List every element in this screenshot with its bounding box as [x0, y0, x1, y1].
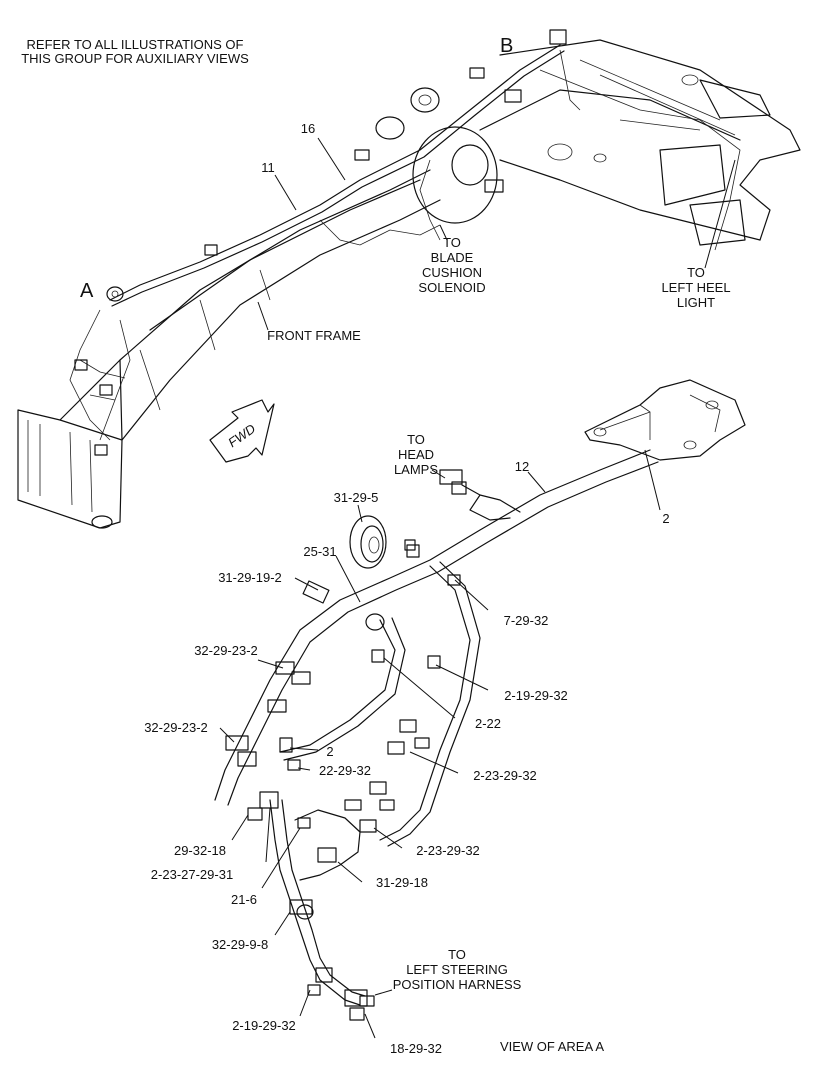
to-head-line-3: LAMPS	[394, 462, 438, 477]
callout-22-29-32: 22-29-32	[319, 763, 371, 778]
view-caption: VIEW OF AREA A	[500, 1039, 604, 1054]
callout-2-top: 2	[662, 511, 669, 526]
callout-31-29-18: 31-29-18	[376, 875, 428, 890]
detail-callouts: TO HEAD LAMPS 12 2 31-29-5 25-31 31-29-1…	[144, 432, 669, 1056]
to-blade-line-4: SOLENOID	[418, 280, 485, 295]
callout-32-29-23-2-upper: 32-29-23-2	[194, 643, 258, 658]
callout-2-23-29-32-lower: 2-23-29-32	[416, 843, 480, 858]
callout-2-23-29-32-upper: 2-23-29-32	[473, 768, 537, 783]
callout-31-29-19-2: 31-29-19-2	[218, 570, 282, 585]
callout-7-29-32: 7-29-32	[504, 613, 549, 628]
to-blade-line-1: TO	[443, 235, 461, 250]
area-a-marker: A	[80, 280, 94, 302]
callout-25-31: 25-31	[303, 544, 336, 559]
callout-12: 12	[515, 459, 529, 474]
to-head-line-1: TO	[407, 432, 425, 447]
callout-2-19-29-32-upper: 2-19-29-32	[504, 688, 568, 703]
auxiliary-views-note: REFER TO ALL ILLUSTRATIONS OF THIS GROUP…	[21, 37, 249, 66]
area-b-marker: B	[500, 35, 513, 57]
upper-callouts: A B 16 11 FRONT FRAME TO BLADE CUSHION S…	[80, 35, 731, 343]
to-blade-line-2: BLADE	[431, 250, 474, 265]
note-line-1: REFER TO ALL ILLUSTRATIONS OF	[27, 37, 244, 52]
note-line-2: THIS GROUP FOR AUXILIARY VIEWS	[21, 51, 249, 66]
callout-2-22: 2-22	[475, 716, 501, 731]
to-steering-line-1: TO	[448, 947, 466, 962]
callout-16: 16	[301, 121, 315, 136]
callout-2-19-29-32-lower: 2-19-29-32	[232, 1018, 296, 1033]
detail-leaders	[219, 449, 661, 1039]
to-steering-line-2: LEFT STEERING	[406, 962, 508, 977]
callout-32-29-23-2-lower: 32-29-23-2	[144, 720, 208, 735]
fwd-label: FWD	[225, 421, 258, 450]
callout-2-23-27-29-31: 2-23-27-29-31	[151, 867, 233, 882]
front-frame-illustration	[17, 29, 801, 529]
to-heel-line-2: LEFT HEEL	[661, 280, 730, 295]
callout-18-29-32: 18-29-32	[390, 1041, 442, 1056]
to-heel-line-1: TO	[687, 265, 705, 280]
front-frame-label: FRONT FRAME	[267, 328, 361, 343]
callout-21-6: 21-6	[231, 892, 257, 907]
to-steering-line-3: POSITION HARNESS	[393, 977, 522, 992]
to-head-line-2: HEAD	[398, 447, 434, 462]
callout-32-29-9-8: 32-29-9-8	[212, 937, 268, 952]
callout-11: 11	[261, 160, 275, 175]
callout-29-32-18: 29-32-18	[174, 843, 226, 858]
detail-view-harness	[214, 379, 746, 1021]
fwd-arrow: FWD	[209, 399, 275, 463]
callout-2-mid: 2	[326, 744, 333, 759]
callout-31-29-5: 31-29-5	[334, 490, 379, 505]
to-blade-line-3: CUSHION	[422, 265, 482, 280]
to-heel-line-3: LIGHT	[677, 295, 715, 310]
